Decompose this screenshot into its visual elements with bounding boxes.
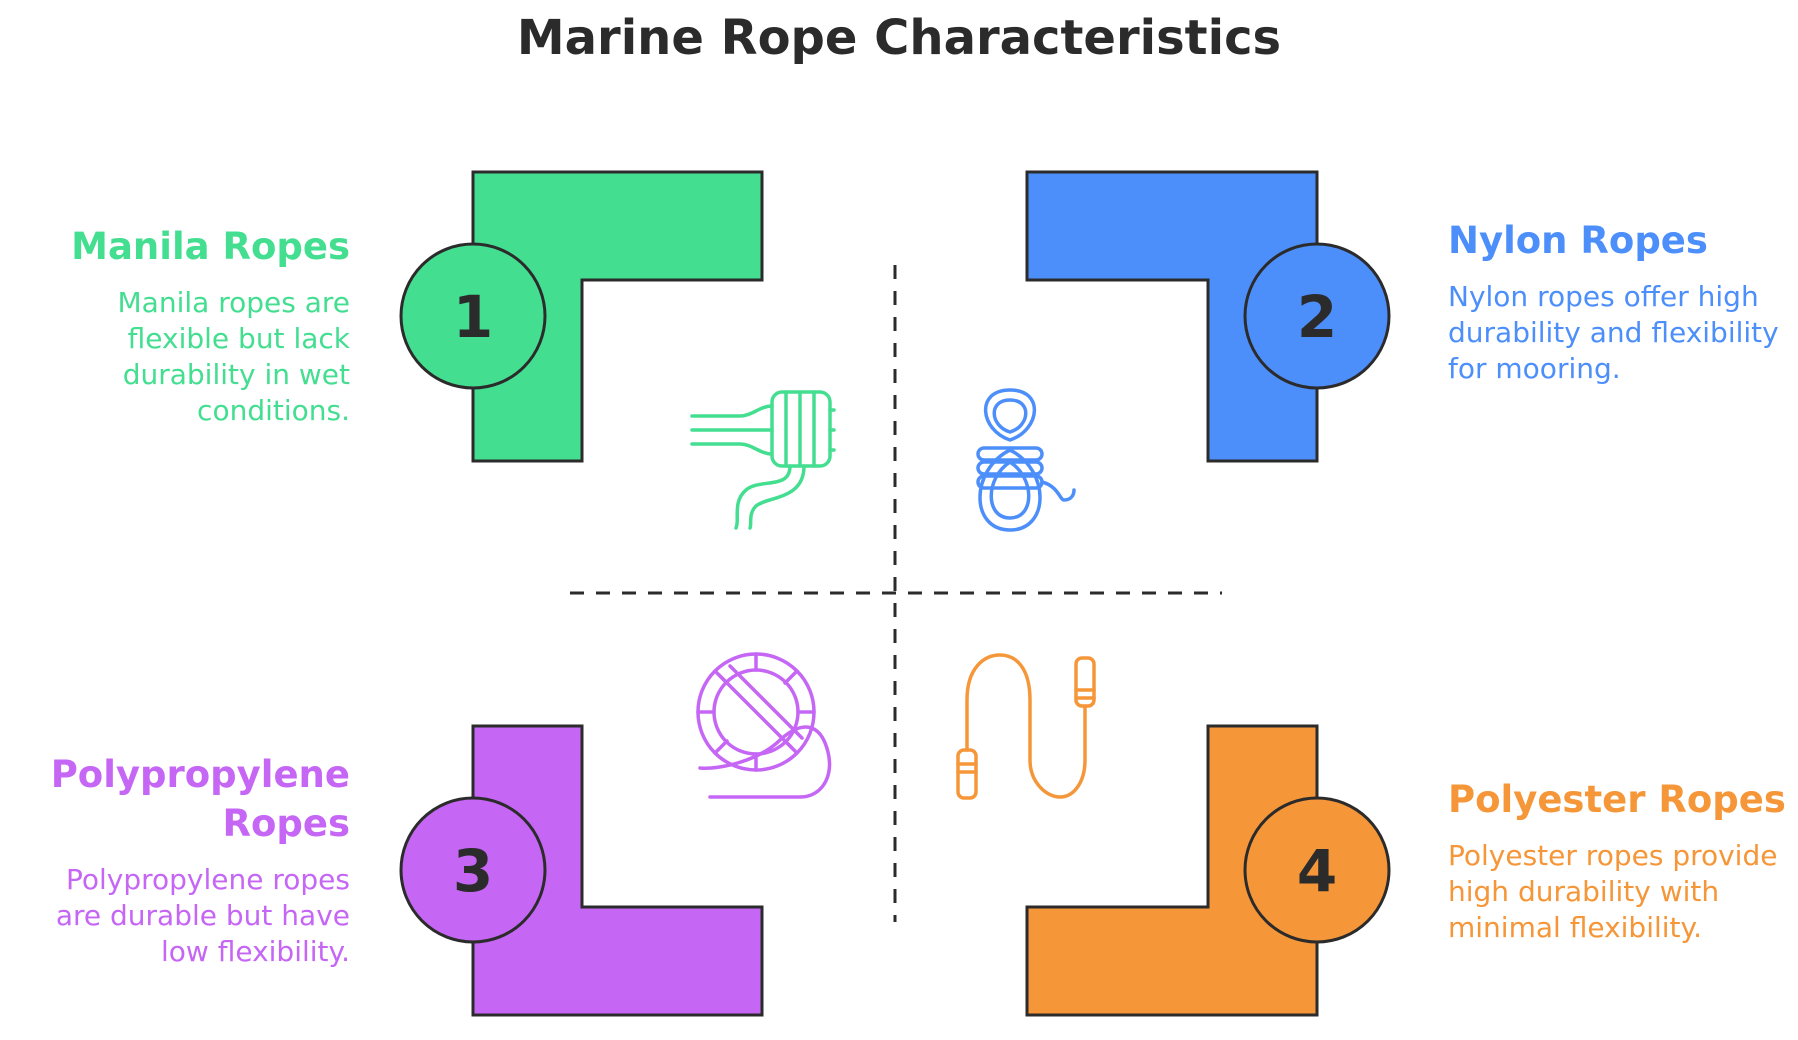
quadrant-4-text: Polyester Ropes Polyester ropes provide … — [1448, 775, 1788, 946]
quadrant-2-shape: 2 — [1025, 170, 1391, 463]
quadrant-1-title: Manila Ropes — [71, 225, 350, 268]
quadrant-1-shape: 1 — [399, 170, 764, 463]
quadrant-1-number: 1 — [453, 283, 493, 351]
quadrant-2-title: Nylon Ropes — [1448, 219, 1708, 262]
jump-rope-icon — [956, 653, 1096, 800]
quadrant-4-number: 4 — [1297, 837, 1337, 905]
quadrant-2-number: 2 — [1297, 283, 1337, 351]
quadrant-3-title: Polypropylene Ropes — [50, 753, 350, 845]
quadrant-2-text: Nylon Ropes Nylon ropes offer high durab… — [1448, 216, 1788, 387]
page-title: Marine Rope Characteristics — [516, 10, 1282, 66]
quadrant-1-description: Manila ropes are flexible but lack durab… — [117, 286, 350, 427]
quadrant-1-text: Manila Ropes Manila ropes are flexible b… — [20, 222, 350, 429]
quadrant-3-text: Polypropylene Ropes Polypropylene ropes … — [20, 750, 350, 970]
rope-coil-icon — [976, 388, 1076, 532]
quadrant-4-description: Polyester ropes provide high durability … — [1448, 839, 1778, 944]
quadrant-3-badge — [399, 796, 547, 944]
quadrant-4-badge — [1243, 796, 1391, 944]
quadrant-3-number: 3 — [453, 837, 493, 905]
no-rope-spool-icon — [696, 652, 832, 799]
quadrant-2-badge — [1243, 242, 1391, 390]
quadrant-2-description: Nylon ropes offer high durability and fl… — [1448, 280, 1779, 385]
quadrant-4-shape: 4 — [1025, 724, 1391, 1017]
quadrant-4-title: Polyester Ropes — [1448, 778, 1786, 821]
rope-plug-icon — [690, 390, 836, 530]
quadrant-3-description: Polypropylene ropes are durable but have… — [55, 863, 350, 968]
quadrant-1-badge — [399, 242, 547, 390]
quadrant-3-shape: 3 — [399, 724, 764, 1017]
